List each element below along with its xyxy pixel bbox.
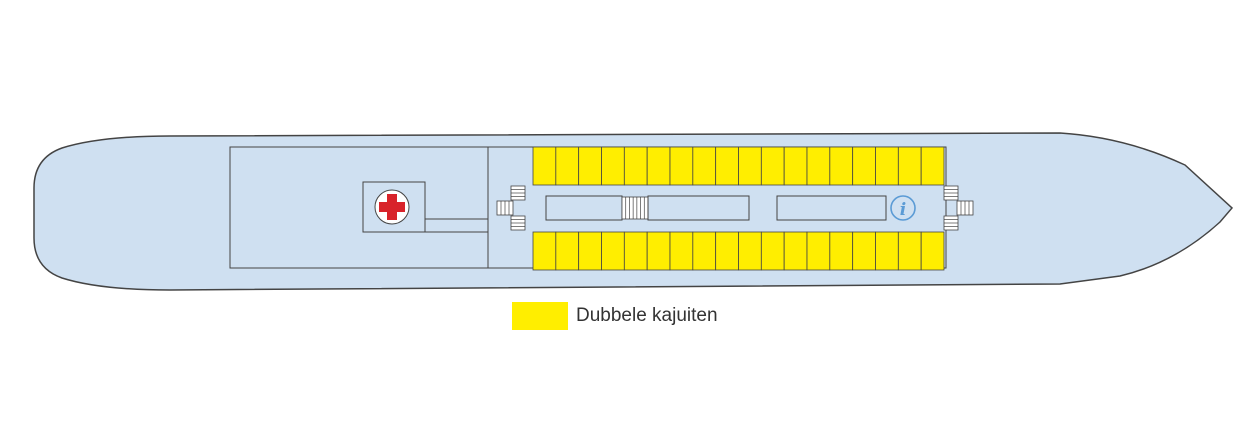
legend-label-double-cabins: Dubbele kajuiten: [576, 305, 718, 326]
cabin: [692, 146, 717, 186]
cabin: [669, 146, 694, 186]
cabin: [669, 231, 694, 271]
cabin: [738, 146, 762, 186]
cabin: [760, 231, 785, 271]
cabin: [601, 231, 625, 271]
cabin: [715, 231, 739, 271]
cabin: [623, 231, 648, 271]
cabin: [852, 231, 876, 271]
cabin: [783, 146, 808, 186]
medical-cross-icon: [374, 189, 410, 225]
cabins-top-row: [532, 146, 945, 186]
cabin: [555, 146, 580, 186]
central-room-right: [776, 195, 887, 221]
cabin: [715, 146, 739, 186]
cabin: [692, 231, 717, 271]
cabin: [806, 231, 831, 271]
cabin: [875, 231, 899, 271]
info-icon: i: [890, 195, 916, 221]
cabin: [897, 231, 922, 271]
cabin: [920, 231, 945, 271]
stairs-icon: [943, 185, 974, 231]
cabin: [578, 231, 602, 271]
central-room-middle: [647, 195, 750, 221]
stairs-icon: [496, 185, 526, 231]
stairs-icon: [621, 196, 649, 220]
cabin: [875, 146, 899, 186]
cabin: [532, 146, 557, 186]
cabin: [532, 231, 557, 271]
cabin: [829, 146, 854, 186]
cabin: [646, 146, 671, 186]
medical-room: [362, 181, 426, 233]
legend-swatch-double-cabins: [512, 302, 568, 330]
cabin: [623, 146, 648, 186]
cabin: [829, 231, 854, 271]
cabin: [760, 146, 785, 186]
cabin: [555, 231, 580, 271]
cabin: [578, 146, 602, 186]
svg-text:i: i: [900, 200, 906, 220]
cabins-bottom-row: [532, 231, 945, 271]
cabin: [920, 146, 945, 186]
legend: Dubbele kajuiten: [512, 302, 718, 330]
cabin: [601, 146, 625, 186]
cabin: [852, 146, 876, 186]
cabin: [783, 231, 808, 271]
cabin: [897, 146, 922, 186]
cabin: [646, 231, 671, 271]
cabin: [738, 231, 762, 271]
cabin: [806, 146, 831, 186]
